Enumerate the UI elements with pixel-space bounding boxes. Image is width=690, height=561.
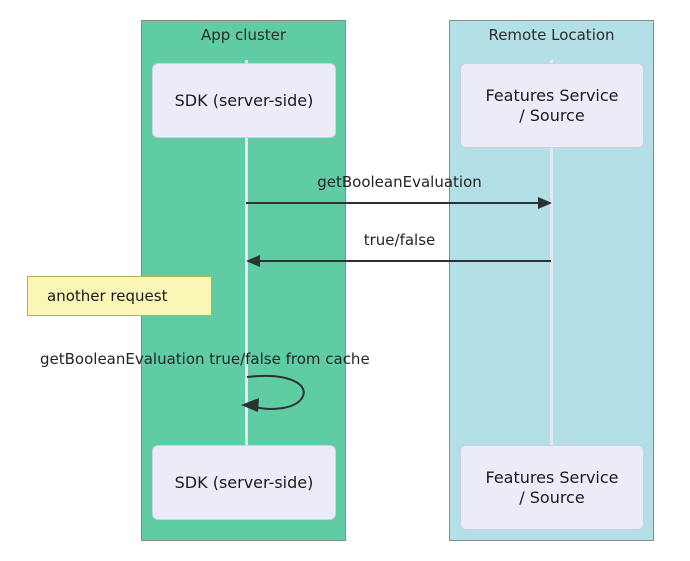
- note-another-request: another request: [27, 276, 212, 316]
- actor-label-features-service-top: Features Service / Source: [485, 86, 618, 126]
- features-service-bottom-line2: / Source: [519, 487, 585, 507]
- actor-label-sdk-top: SDK (server-side): [174, 90, 314, 110]
- panel-remote-location-label: Remote Location: [488, 26, 615, 44]
- actor-box-sdk-bottom[interactable]: SDK (server-side): [152, 445, 336, 520]
- features-service-bottom-line1: Features Service: [485, 467, 619, 487]
- features-service-line2: / Source: [519, 105, 585, 125]
- message-label-get-boolean-evaluation: getBooleanEvaluation: [317, 173, 482, 191]
- actor-label-features-service-bottom: Features Service / Source: [485, 468, 618, 508]
- lifeline-sdk: [245, 60, 248, 480]
- actor-box-features-service-top[interactable]: Features Service / Source: [460, 63, 644, 148]
- features-service-line1: Features Service: [485, 85, 619, 105]
- message-label-true-false: true/false: [363, 231, 436, 249]
- lifeline-features-service: [550, 60, 553, 480]
- message-label-true-false-from-cache: getBooleanEvaluation true/false from cac…: [40, 350, 370, 368]
- actor-box-features-service-bottom[interactable]: Features Service / Source: [460, 445, 644, 530]
- panel-app-cluster-label: App cluster: [200, 26, 287, 44]
- actor-label-sdk-bottom: SDK (server-side): [174, 472, 314, 492]
- note-another-request-text: another request: [47, 287, 168, 305]
- actor-box-sdk-top[interactable]: SDK (server-side): [152, 63, 336, 138]
